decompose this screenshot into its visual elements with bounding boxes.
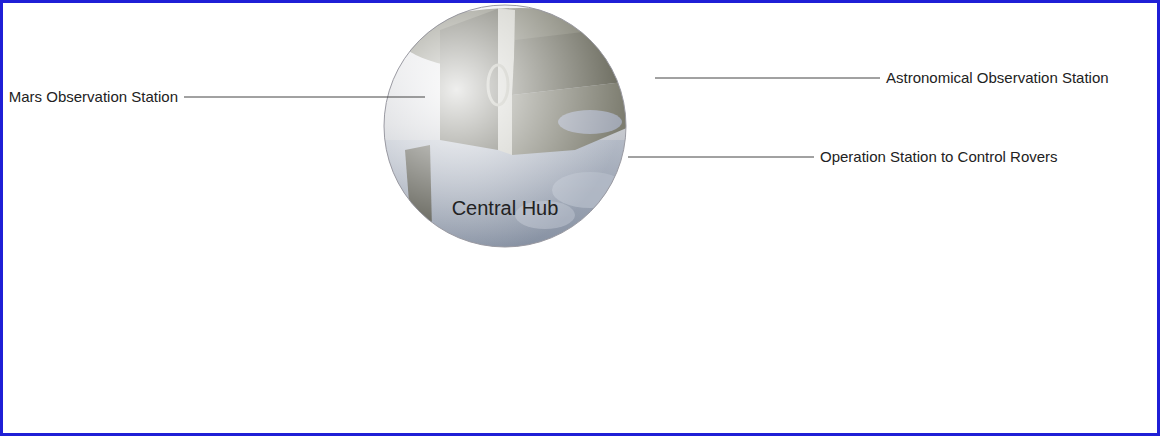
part-label: Astronomical Observation Station (886, 69, 1109, 87)
sphere-outline (384, 5, 626, 247)
sphere-body (380, 5, 645, 260)
leader-line (184, 97, 425, 98)
leader-line (655, 78, 880, 79)
part-label: Mars Observation Station (9, 88, 178, 106)
part-label: Operation Station to Control Rovers (820, 148, 1058, 166)
leader-line (628, 157, 814, 158)
caption: Central Hub (452, 196, 559, 220)
sphere-shine (384, 5, 626, 247)
sphere-shell (384, 5, 626, 247)
